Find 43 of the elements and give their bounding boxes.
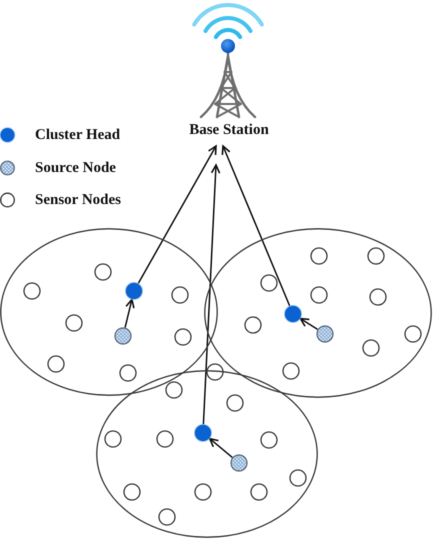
- sensor-node: [244, 316, 262, 334]
- cluster-head-node: [284, 305, 302, 323]
- sensor-node: [104, 430, 122, 448]
- sensor-node: [123, 483, 141, 501]
- sensor-node: [369, 288, 387, 306]
- sensor-node: [206, 363, 224, 381]
- sensor-node: [260, 274, 278, 292]
- sensor-node: [174, 328, 192, 346]
- arrow: [202, 164, 220, 424]
- sensor-node: [250, 483, 268, 501]
- sensor-node: [158, 508, 176, 526]
- cluster-head-node: [125, 282, 143, 300]
- source-node: [316, 325, 334, 343]
- sensor-node: [194, 483, 212, 501]
- arrow: [124, 298, 135, 328]
- arrow: [300, 318, 318, 330]
- source-node: [114, 327, 132, 345]
- legend-label: Sensor Nodes: [35, 191, 121, 209]
- arrow: [138, 145, 217, 284]
- legend-label: Cluster Head: [35, 126, 120, 144]
- source-node: [230, 454, 248, 472]
- arrow: [222, 145, 290, 306]
- sensor-node: [310, 286, 328, 304]
- sensor-node: [171, 286, 189, 304]
- sensor-node: [94, 263, 112, 281]
- sensor-node: [65, 314, 83, 332]
- sensor-node: [47, 355, 65, 373]
- sensor-node: [119, 364, 137, 382]
- arrow: [208, 438, 233, 458]
- legend-label: Source Node: [35, 158, 116, 176]
- sensor-node: [260, 431, 278, 449]
- sensor-node: [362, 339, 380, 357]
- sensor-node: [289, 469, 307, 487]
- sensor-node: [310, 247, 328, 265]
- sensor-node: [156, 430, 174, 448]
- sensor-node: [23, 282, 41, 300]
- sensor-node: [165, 381, 183, 399]
- sensor-node: [404, 325, 422, 343]
- station-label: Base Station: [189, 121, 269, 139]
- cluster-head-node: [194, 424, 212, 442]
- sensor-node: [226, 394, 244, 412]
- sensor-node: [367, 247, 385, 265]
- sensor-node: [282, 362, 300, 380]
